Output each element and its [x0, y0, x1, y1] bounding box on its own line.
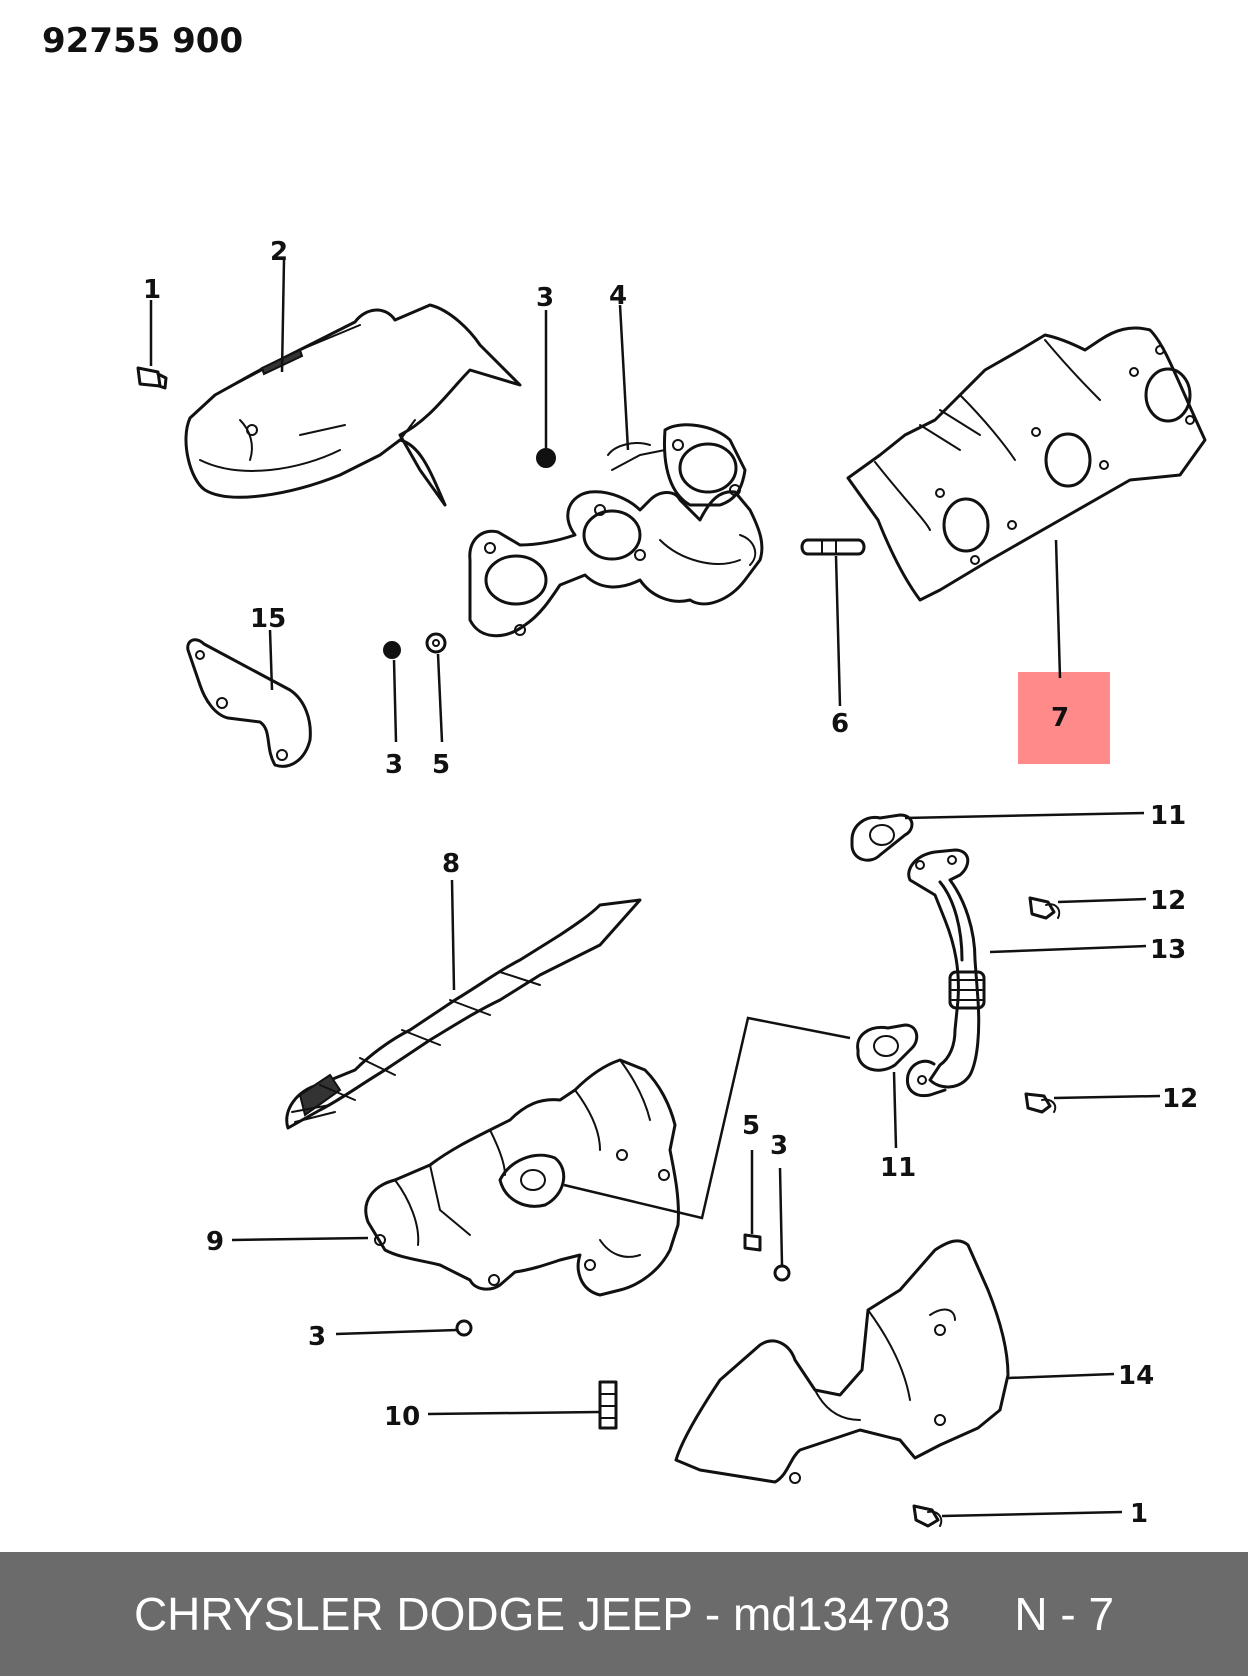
- callout-3-top: 3: [536, 283, 554, 313]
- footer-bar: CHRYSLER DODGE JEEP - md134703 N - 7: [0, 1552, 1248, 1676]
- leader-6: [834, 555, 842, 707]
- callout-3-mid: 3: [385, 750, 403, 780]
- callout-12-bottom: 12: [1162, 1084, 1198, 1114]
- callout-11-top: 11: [1150, 801, 1186, 831]
- part-5-stud-low: [743, 1233, 762, 1252]
- reference-code: 92755 900: [42, 21, 243, 61]
- part-4-exhaust-manifold-upper: [468, 423, 764, 638]
- leader-11-bottom: [892, 1071, 898, 1149]
- leader-11-top: [904, 811, 1145, 820]
- leader-12-bottom: [1053, 1094, 1161, 1100]
- callout-10: 10: [384, 1402, 420, 1432]
- part-10-stud: [598, 1380, 618, 1430]
- part-12-bolt-top: [1028, 896, 1061, 920]
- callout-5-mid: 5: [432, 750, 450, 780]
- part-2-heat-shield: [184, 303, 522, 507]
- leader-11-to-9: [563, 1016, 851, 1220]
- leader-9: [231, 1236, 369, 1242]
- part-9-exhaust-manifold-lower: [364, 1058, 680, 1297]
- callout-7: 7: [1051, 703, 1069, 733]
- callout-15: 15: [250, 604, 286, 634]
- part-3-nut-top: [536, 448, 556, 468]
- part-11-gasket-top: [850, 813, 914, 862]
- leader-3-mid: [392, 659, 398, 743]
- leader-8: [450, 879, 456, 991]
- part-8-heat-shield-lower: [285, 898, 642, 1130]
- part-15-bracket: [186, 638, 312, 768]
- leader-7: [1054, 539, 1062, 679]
- leader-4: [618, 304, 630, 451]
- leader-1-bottom: [941, 1510, 1123, 1518]
- part-11-gasket-bottom: [856, 1023, 919, 1072]
- leader-5-mid: [436, 653, 444, 743]
- diagram-canvas: 92755 900: [42, 21, 1207, 1529]
- callout-14: 14: [1118, 1361, 1154, 1391]
- leader-13: [989, 944, 1147, 954]
- part-14-heat-shield: [674, 1239, 1010, 1484]
- callout-11-bottom: 11: [880, 1153, 916, 1183]
- callout-3-low: 3: [770, 1131, 788, 1161]
- part-1-bolt-top: [136, 366, 168, 390]
- part-6-stud: [800, 538, 866, 556]
- callout-9: 9: [206, 1227, 224, 1257]
- leader-2: [280, 259, 286, 373]
- leader-3-left: [335, 1328, 458, 1336]
- footer-page-ref: N - 7: [1014, 1588, 1115, 1640]
- callout-2: 2: [270, 237, 288, 267]
- callout-4: 4: [609, 281, 627, 311]
- part-7-manifold-gasket: [846, 326, 1207, 602]
- callout-1-bottom: 1: [1130, 1499, 1148, 1529]
- callout-12-top: 12: [1150, 886, 1186, 916]
- part-3-nut-left: [455, 1319, 473, 1337]
- callout-5-low: 5: [742, 1111, 760, 1141]
- callout-6: 6: [831, 709, 849, 739]
- leader-3-low: [778, 1167, 784, 1266]
- leader-12-top: [1057, 897, 1147, 904]
- exploded-parts-diagram: 92755 900: [42, 21, 1207, 1529]
- part-3-nut-low: [773, 1264, 791, 1282]
- part-3-nut-mid: [383, 641, 401, 659]
- leader-14: [1007, 1372, 1115, 1380]
- callout-1-top: 1: [143, 275, 161, 305]
- part-12-bolt-bottom: [1024, 1092, 1057, 1114]
- callout-8: 8: [442, 849, 460, 879]
- part-13-egr-pipe: [905, 848, 986, 1098]
- footer-part-info: CHRYSLER DODGE JEEP - md134703: [133, 1588, 951, 1640]
- callout-13: 13: [1150, 935, 1186, 965]
- part-7-highlight: [1018, 672, 1110, 764]
- leader-15: [268, 629, 274, 691]
- leader-10: [427, 1410, 601, 1416]
- callout-3-left: 3: [308, 1322, 326, 1352]
- part-1-bolt-bottom: [912, 1504, 943, 1528]
- part-5-washer-mid: [425, 632, 447, 654]
